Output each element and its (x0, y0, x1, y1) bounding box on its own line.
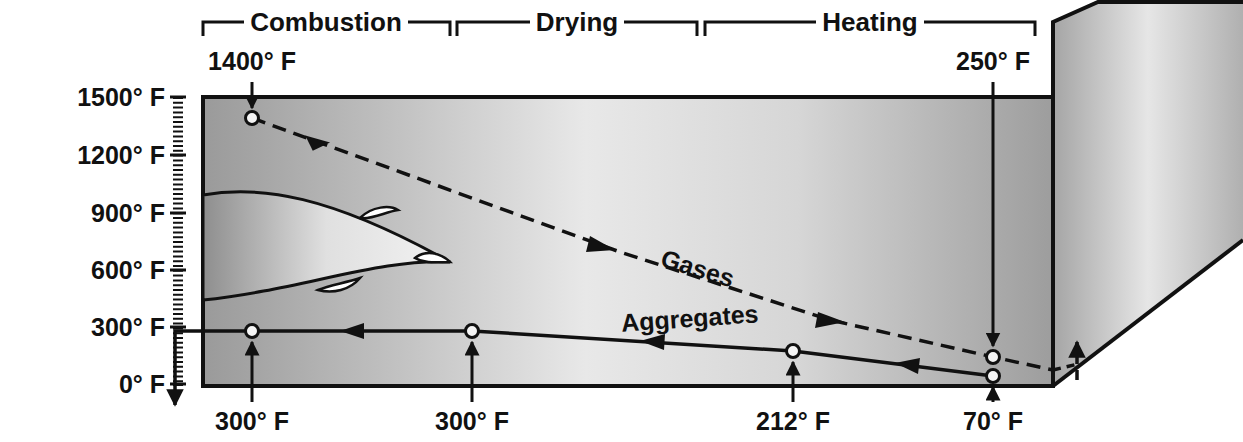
zone-label: Combustion (244, 9, 408, 35)
axis-tick-label: 1200° F (77, 143, 165, 168)
axis-tick-label: 300° F (91, 315, 165, 340)
axis-tick-label: 1500° F (77, 85, 165, 110)
temperature-label: 300° F (215, 409, 289, 434)
axis-tick-label: 900° F (91, 201, 165, 226)
zone-label: Heating (816, 9, 923, 35)
temperature-label: 300° F (435, 409, 509, 434)
temperature-label: 1400° F (208, 49, 296, 74)
temperature-label: 70° F (963, 409, 1023, 434)
axis-tick-label: 600° F (91, 258, 165, 283)
zone-label: Drying (530, 9, 624, 35)
temperature-label: 250° F (956, 49, 1030, 74)
axis-tick-label: 0° F (119, 372, 165, 397)
temperature-label: 212° F (756, 409, 830, 434)
